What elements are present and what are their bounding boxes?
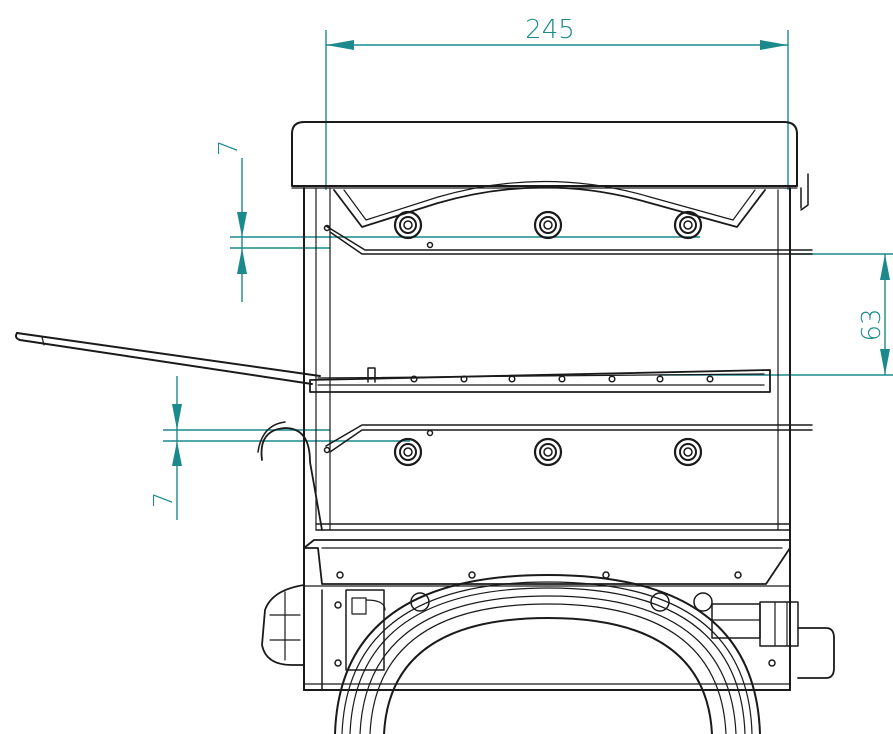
rack-tray — [309, 367, 771, 393]
base-tray — [303, 523, 791, 587]
wire-hook — [257, 421, 323, 531]
rack-handle — [15, 332, 321, 385]
bottom-heater-tubes — [393, 437, 703, 467]
width-label: 245 — [525, 15, 575, 45]
top-heater-tubes — [393, 210, 703, 240]
lower-body — [303, 589, 791, 691]
top-heater-housing — [333, 180, 766, 228]
left-connector — [261, 584, 386, 671]
lid — [291, 121, 809, 211]
bottom-gap-label: 7 — [149, 492, 179, 509]
body-frame — [303, 187, 791, 691]
rack-spacing-label: 63 — [857, 308, 887, 341]
carry-arch — [334, 574, 761, 734]
top-rail — [323, 224, 813, 255]
top-gap-dimension: 7 — [214, 140, 700, 302]
rack-spacing-dimension: 63 — [660, 253, 893, 376]
width-dimension: 245 — [325, 15, 789, 190]
bottom-gap-dimension: 7 — [149, 376, 410, 520]
top-gap-label: 7 — [214, 140, 244, 157]
bottom-rail — [323, 424, 813, 454]
